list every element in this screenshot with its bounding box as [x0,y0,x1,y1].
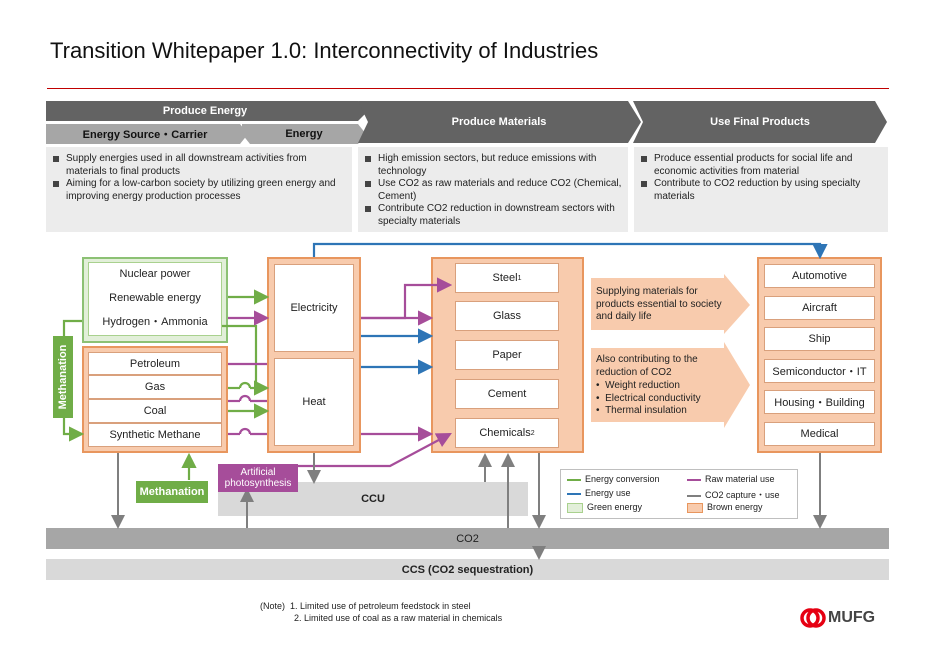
product-aircraft: Aircraft [764,296,875,320]
steel-note-mark: 1 [517,274,522,282]
legend: Energy conversion Raw material use Energ… [560,469,798,519]
energy-desc-item: Supply energies used in all downstream a… [53,153,346,178]
brown-source-petroleum: Petroleum [88,352,222,375]
co2-capture-arrows [111,453,827,560]
chemicals-label: Chemicals [479,427,531,439]
brown-source-coal: Coal [88,399,222,423]
legend-gray-arrow-icon [687,494,701,497]
green-source-nuclear: Nuclear power [119,268,191,280]
products-desc-item: Produce essential products for social li… [641,153,882,178]
produce-materials-chevron [358,101,641,143]
glass-box: Glass [455,301,559,331]
artificial-photosynthesis-box: Artificial photosynthesis [218,464,298,492]
legend-label: CO2 capture・use [705,490,780,500]
paper-box: Paper [455,340,559,370]
mufg-logo: MUFG [800,608,875,628]
legend-blue-arrow-icon [567,492,581,495]
legend-co2-capture: CO2 capture・use [687,488,780,501]
product-semiconductor: Semiconductor・IT [764,359,875,383]
contrib-item: • Thermal insulation [596,405,687,416]
header-chevrons [46,101,887,144]
contrib-arrow-list: • Weight reduction • Electrical conducti… [596,380,701,418]
legend-label: Energy use [585,488,631,498]
materials-desc-item: Use CO2 as raw materials and reduce CO2 … [365,178,622,202]
footnote: (Note) 1. Limited use of petroleum feeds… [260,600,502,624]
green-sources-box [88,262,222,336]
ccs-label: CCS (CO2 sequestration) [401,563,534,576]
contrib-item: • Electrical conductivity [596,392,701,404]
note-line-2: 2. Limited use of coal as a raw material… [294,613,503,623]
methanation-box: Methanation [136,481,208,503]
mufg-logo-icon [800,608,826,628]
legend-green-arrow-icon [567,478,581,481]
energy-desc-item: Aiming for a low-carbon society by utili… [53,178,346,203]
legend-label: Raw material use [705,474,775,484]
use-final-products-header: Use Final Products [710,116,810,128]
legend-energy-use: Energy use [567,488,631,498]
product-automotive: Automotive [764,264,875,288]
legend-energy-conversion: Energy conversion [567,474,660,484]
heat-box: Heat [274,358,354,446]
ccu-label: CCU [361,493,385,505]
contrib-item: • Weight reduction [596,380,680,391]
page-title: Transition Whitepaper 1.0: Interconnecti… [50,38,599,63]
produce-materials-header: Produce Materials [451,116,547,128]
products-desc-item: Contribute to CO2 reduction by using spe… [641,178,882,203]
electricity-box: Electricity [274,264,354,352]
methanation-vertical-label: Methanation [57,344,69,410]
produce-energy-chevron [46,101,368,121]
contrib-item-text: Thermal insulation [605,405,687,416]
energy-description: Supply energies used in all downstream a… [46,147,352,232]
energy-use-arrows [312,242,828,375]
co2-label: CO2 [456,532,479,545]
contrib-item-text: Electrical conductivity [605,392,701,404]
product-ship: Ship [764,327,875,351]
legend-brown-swatch [687,502,703,513]
produce-energy-header: Produce Energy [162,105,248,117]
energy-source-chevron [46,124,248,144]
title-rule [47,88,889,89]
energy-subheader-chevron [242,124,366,144]
brown-source-gas: Gas [88,375,222,399]
legend-raw-material-use: Raw material use [687,474,775,484]
use-final-products-chevron [633,101,887,143]
energy-header: Energy [285,128,323,140]
contrib-arrow-shape [591,342,750,428]
note-line-1: 1. Limited use of petroleum feedstock in… [290,601,471,611]
contrib-item-text: Weight reduction [605,380,680,391]
green-source-hydrogen: Hydrogen・Ammonia [102,316,208,328]
products-description: Produce essential products for social li… [634,147,888,232]
energy-source-carrier-header: Energy Source・Carrier [82,129,208,141]
product-housing: Housing・Building [764,390,875,414]
legend-label: Green energy [587,502,643,512]
mufg-logo-text: MUFG [828,609,876,626]
steel-label: Steel [492,272,518,284]
energy-conversion-arrows [62,289,270,480]
legend-purple-arrow-icon [687,478,701,481]
legend-brown-energy: Brown energy [687,502,763,513]
green-source-renewable: Renewable energy [109,292,201,304]
product-medical: Medical [764,422,875,446]
materials-desc-item: High emission sectors, but reduce emissi… [365,153,622,178]
cement-box: Cement [455,379,559,409]
supply-arrow-shape [591,274,750,334]
raw-material-arrows [228,277,453,468]
materials-description: High emission sectors, but reduce emissi… [358,147,628,232]
chemicals-note-mark: 2 [530,429,535,437]
contrib-arrow-title: Also contributing to the reduction of CO… [596,354,698,378]
co2-bar: CO2 [46,528,889,549]
ccs-bar: CCS (CO2 sequestration) [46,559,889,580]
legend-label: Brown energy [707,502,763,512]
legend-label: Energy conversion [585,474,660,484]
legend-green-energy: Green energy [567,502,642,513]
legend-green-swatch [567,502,583,513]
brown-source-synthetic-methane: Synthetic Methane [88,423,222,447]
materials-desc-item: Contribute CO2 reduction in downstream s… [365,203,622,228]
supply-arrow-text: Supplying materials for products essenti… [596,286,722,322]
methanation-vertical-box [53,336,73,418]
note-label: (Note) [260,601,286,611]
